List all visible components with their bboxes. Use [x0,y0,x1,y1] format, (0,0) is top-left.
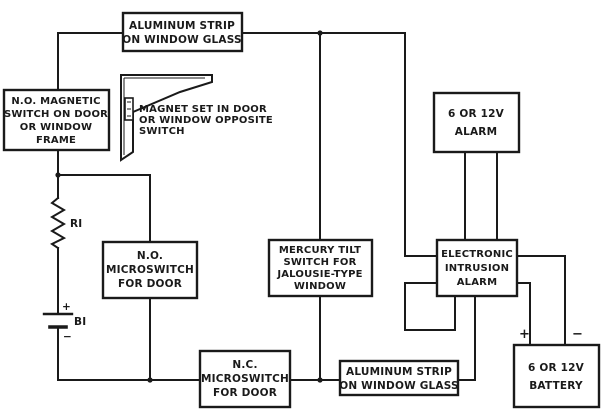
alarm-6-12v-box: 6 OR 12V ALARM [432,91,521,154]
magnet-note-line3: SWITCH [139,126,185,137]
magnet-note-line1: MAGNET SET IN DOOR [139,104,267,115]
wire-top-left [57,32,124,91]
no-microswitch-line2: MICROSWITCH [106,264,194,276]
aluminum-strip-bottom-box: ALUMINUM STRIP ON WINDOW GLASS [338,359,460,397]
wire-top-right [241,32,438,257]
electronic-alarm-line2: INTRUSION [445,263,509,274]
alarm-box-line2: ALARM [455,126,497,138]
electronic-intrusion-alarm-box: ELECTRONIC INTRUSION ALARM [435,238,519,298]
wire-alarm-loop [404,282,456,331]
wire-to-battery-plus [516,282,531,346]
wire-strip-to-alarm [457,295,476,381]
battery-b1: + − BI [42,301,86,343]
nc-microswitch-line2: MICROSWITCH [201,373,289,385]
mercury-line3: JALOUSIE-TYPE [276,269,362,280]
magnetic-switch-box: N.O. MAGNETIC SWITCH ON DOOR OR WINDOW F… [2,88,111,152]
nc-microswitch-box: N.C. MICROSWITCH FOR DOOR [198,349,292,409]
electronic-alarm-line3: ALARM [457,277,498,288]
junction-bottom-left [147,377,153,383]
electronic-alarm-line1: ELECTRONIC [441,249,513,260]
aluminum-strip-bottom-line2: ON WINDOW GLASS [339,380,459,392]
door-frame-magnet-illustration: MAGNET SET IN DOOR OR WINDOW OPPOSITE SW… [120,74,273,162]
alarm-box-line1: 6 OR 12V [448,108,505,120]
magnetic-switch-line2: SWITCH ON DOOR [4,109,108,120]
resistor-r1: RI [50,196,82,250]
no-microswitch-line1: N.O. [137,250,163,262]
wire-to-battery-minus [516,255,566,346]
b1-minus: − [63,331,72,343]
no-microswitch-box: N.O. MICROSWITCH FOR DOOR [101,240,199,300]
magnetic-switch-line4: FRAME [36,135,76,146]
battery-box-line2: BATTERY [529,380,583,392]
magnetic-switch-line1: N.O. MAGNETIC [11,96,100,107]
nc-microswitch-line3: FOR DOOR [213,387,277,399]
mercury-line4: WINDOW [294,281,346,292]
battery-plus-label: + [519,327,530,342]
b1-plus: + [62,301,71,313]
no-microswitch-line3: FOR DOOR [118,278,182,290]
battery-minus-label: − [572,327,583,342]
wire-left-bottom [57,334,201,381]
junction-top-center [317,30,323,36]
junction-bottom-center [317,377,323,383]
magnetic-switch-line3: OR WINDOW [20,122,92,133]
aluminum-strip-top-line2: ON WINDOW GLASS [122,34,242,46]
junction-dots [55,30,323,383]
wire-to-no-microswitch [57,174,151,243]
wires [57,32,566,381]
mercury-line2: SWITCH FOR [284,257,357,268]
nc-microswitch-line1: N.C. [232,359,257,371]
r1-label: RI [70,218,82,230]
junction-left [55,172,61,178]
mercury-tilt-switch-box: MERCURY TILT SWITCH FOR JALOUSIE-TYPE WI… [267,238,374,298]
mercury-line1: MERCURY TILT [279,245,361,256]
battery-box: 6 OR 12V BATTERY + − [512,327,601,409]
aluminum-strip-bottom-line1: ALUMINUM STRIP [346,366,452,378]
b1-label: BI [74,316,86,328]
aluminum-strip-top-line1: ALUMINUM STRIP [129,20,235,32]
battery-box-line1: 6 OR 12V [528,362,585,374]
magnet-note-line2: OR WINDOW OPPOSITE [139,115,273,126]
aluminum-strip-top-box: ALUMINUM STRIP ON WINDOW GLASS [121,11,244,53]
